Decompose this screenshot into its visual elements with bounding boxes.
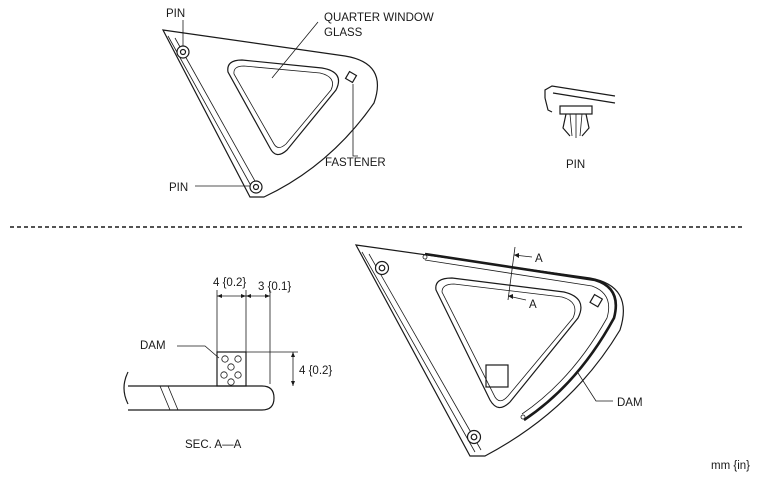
- dam-cell: [227, 378, 235, 386]
- fastener-square: [344, 70, 358, 84]
- pin-bottom-center: [252, 183, 260, 191]
- glass2-outline: [354, 244, 624, 457]
- dam-bead-edge: [424, 259, 610, 415]
- glass-edge-inner-2: [174, 37, 261, 191]
- dam-cell: [220, 371, 228, 379]
- dam-cell: [234, 371, 242, 379]
- section-a-top-label: A: [535, 253, 543, 265]
- dam-cell: [221, 355, 229, 363]
- glass-section-hatch: [159, 385, 171, 411]
- glass-section-outline: [128, 385, 275, 411]
- dam-cell: [234, 355, 242, 363]
- pin-top-center: [179, 48, 187, 56]
- fastener-leader: [352, 84, 358, 157]
- pin-detail-glass-edge: [544, 85, 616, 98]
- section-cut-arrowhead-bottom: [508, 294, 513, 299]
- dim-height-arrow-top: [291, 352, 295, 357]
- glass-section-hatch: [167, 385, 179, 411]
- glass-section-break-left: [123, 371, 129, 405]
- dam-right-leader: [577, 372, 613, 402]
- glass2-pin-top-ring: [374, 260, 390, 276]
- pin-detail-molding: [544, 97, 553, 113]
- pin-detail-shaft: [569, 113, 583, 138]
- dim-height-arrow-bottom: [291, 381, 295, 386]
- quarter-window-label-line1: QUARTER WINDOW: [324, 12, 434, 24]
- dim-width-arrow-left: [217, 294, 222, 298]
- dam-left-leader: [177, 345, 220, 359]
- glass2-pin-top-center: [378, 264, 386, 272]
- glass2-fastener-square: [589, 293, 604, 308]
- pin-top-label: PIN: [166, 8, 185, 20]
- dim-height-label: 4 {0.2}: [299, 365, 332, 377]
- pin-detail-head: [559, 105, 593, 115]
- dim-offset-arrow-left: [246, 294, 251, 298]
- pin-bottom-label: PIN: [169, 182, 188, 194]
- dam-bead-end: [520, 414, 526, 420]
- section-a-a: 4 {0.2} 3 {0.1} 4 {0.2} DAM: [123, 277, 332, 411]
- glass2-edge-inner-2: [368, 253, 482, 451]
- glass2-label-square: [485, 364, 509, 388]
- section-cut-line: [507, 246, 516, 301]
- dim-width-arrow-right: [241, 294, 246, 298]
- fastener-label: FASTENER: [325, 157, 386, 169]
- pin-bottom-ring: [249, 180, 263, 194]
- section-a-bottom-label: A: [529, 299, 537, 311]
- pin-detail-legs: [562, 113, 590, 137]
- quarter-window-label-line2: GLASS: [324, 27, 363, 39]
- dam-bead-start: [422, 254, 428, 260]
- dim-offset-label: 3 {0.1}: [258, 281, 291, 293]
- glass-inner-panel-offset: [233, 65, 333, 148]
- glass2-inner-panel-offset: [441, 283, 576, 402]
- glass-inner-panel: [227, 59, 340, 156]
- dam-right-label: DAM: [617, 397, 643, 409]
- quarter-window-glass-top: [161, 29, 379, 198]
- glass-outline: [161, 29, 379, 198]
- glass2-edge-inner: [361, 251, 476, 453]
- glass2-inner-panel: [435, 277, 582, 409]
- pin-detail-glass-edge-2: [552, 92, 616, 104]
- units-label: mm {in}: [711, 460, 750, 472]
- dam-bead: [424, 252, 618, 422]
- glass2-pin-bottom-ring: [466, 429, 482, 445]
- quarter-window-leader: [271, 21, 319, 79]
- quarter-window-glass-bottom: A A: [354, 244, 624, 457]
- dam-left-label: DAM: [140, 340, 166, 352]
- dim-offset-arrow-right: [265, 294, 270, 298]
- section-caption: SEC. A—A: [185, 439, 242, 451]
- dam-section-block: [216, 351, 247, 387]
- pin-detail-label: PIN: [566, 159, 585, 171]
- pin-detail: [544, 85, 616, 138]
- dim-width-label: 4 {0.2}: [213, 277, 246, 289]
- glass2-pin-bottom-center: [470, 433, 478, 441]
- dam-cell: [227, 363, 235, 371]
- glass-edge-inner: [167, 35, 256, 194]
- pin-top-ring: [176, 45, 190, 59]
- section-cut-arrowhead-top: [514, 253, 519, 258]
